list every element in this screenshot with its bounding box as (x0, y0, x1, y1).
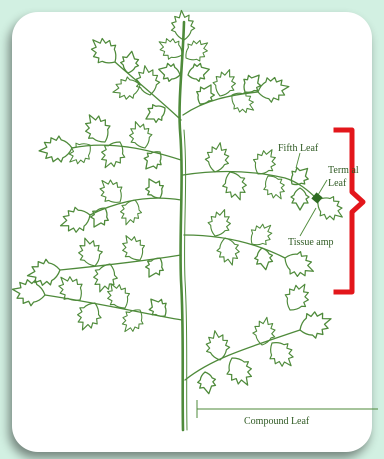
plant-drawing (10, 9, 349, 430)
label-terminal-leaflet-line1: Term al (328, 165, 359, 176)
label-compound-leaf: Compound Leaf (244, 416, 309, 427)
label-fifth-leaf: Fifth Leaf (278, 143, 318, 154)
label-tissue-sample: Tissue amp (288, 237, 333, 248)
tissue-sample-marker (311, 192, 322, 203)
red-bracket (336, 130, 363, 292)
label-terminal-leaflet-line2: Leaf (328, 178, 346, 189)
